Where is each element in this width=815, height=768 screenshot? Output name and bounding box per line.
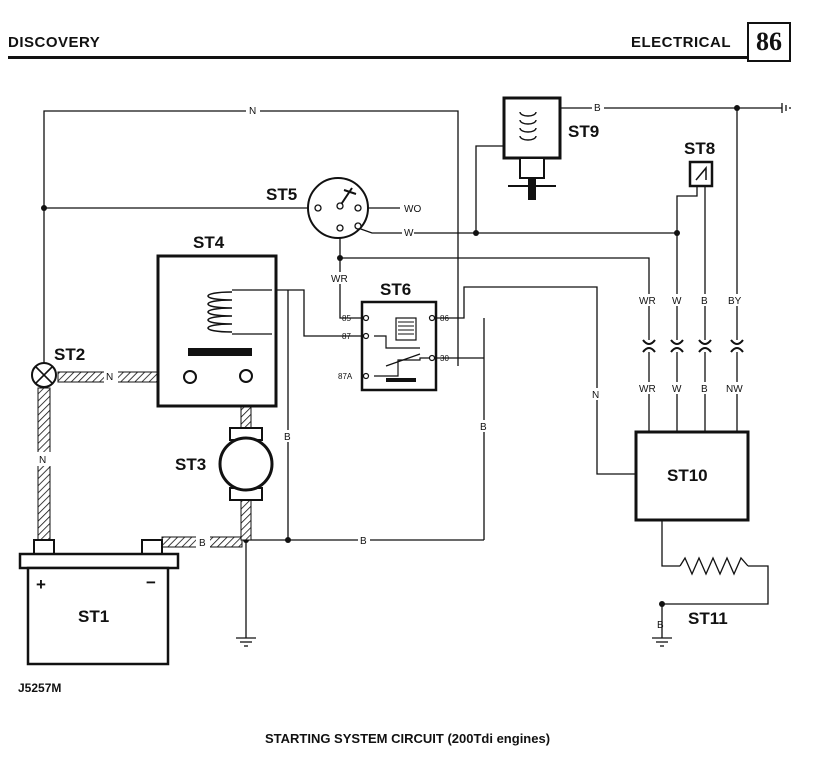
figure-caption: STARTING SYSTEM CIRCUIT (200Tdi engines) bbox=[264, 731, 551, 746]
connector-top-label-2: W bbox=[672, 296, 682, 307]
wire-st4-87 bbox=[272, 289, 362, 337]
label-st5: ST5 bbox=[266, 185, 297, 204]
relay-st6: 85 87 87A 86 30 bbox=[338, 300, 449, 392]
label-st6: ST6 bbox=[380, 280, 411, 299]
label-st10: ST10 bbox=[667, 466, 708, 485]
wire-wr-connector bbox=[340, 257, 650, 340]
label-st8: ST8 bbox=[684, 139, 715, 158]
header-rule bbox=[8, 56, 747, 59]
header-right-title: ELECTRICAL bbox=[631, 34, 731, 51]
wire-label-b-top: B bbox=[594, 103, 601, 114]
wire-label-b-battery: B bbox=[199, 538, 206, 549]
wire-st10-st11 bbox=[661, 520, 680, 567]
connector-bottom-label-2: W bbox=[672, 384, 682, 395]
junctions bbox=[41, 105, 740, 607]
label-st1: ST1 bbox=[78, 607, 109, 626]
figure-id: J5257M bbox=[18, 681, 62, 695]
wire-label-wo: WO bbox=[404, 204, 421, 215]
switch-st8 bbox=[688, 160, 714, 188]
wire-st11-return bbox=[661, 565, 769, 638]
wire-label-b-st4: B bbox=[284, 432, 291, 443]
label-st2: ST2 bbox=[54, 345, 85, 364]
pin-87a: 87A bbox=[338, 372, 353, 381]
battery-positive: + bbox=[36, 575, 46, 594]
label-st11: ST11 bbox=[688, 609, 728, 628]
connector-top-label-3: B bbox=[701, 296, 708, 307]
page-number: 86 bbox=[747, 22, 791, 62]
wire-label-b-bottom: B bbox=[360, 536, 367, 547]
wire-label-n-top: N bbox=[249, 106, 256, 117]
pin-30: 30 bbox=[440, 354, 449, 363]
starter-motor-st3 bbox=[218, 427, 274, 501]
battery-negative: − bbox=[146, 573, 156, 592]
label-st3: ST3 bbox=[175, 455, 206, 474]
wire-label-n-st2: N bbox=[106, 372, 113, 383]
wire-label-b-st11: B bbox=[657, 620, 664, 631]
wire-86-st10 bbox=[436, 286, 644, 475]
wire-label-b-mid: B bbox=[480, 422, 487, 433]
connector-bottom-label-1: WR bbox=[639, 384, 656, 395]
wire-label-n-st10: N bbox=[592, 390, 599, 401]
pin-87: 87 bbox=[342, 332, 351, 341]
ignition-switch-st5 bbox=[307, 177, 369, 239]
warning-lamp-st2 bbox=[31, 362, 57, 388]
wire-st9-w bbox=[475, 145, 504, 233]
label-st4: ST4 bbox=[193, 233, 225, 252]
connector-block bbox=[642, 339, 744, 353]
solenoid-st9 bbox=[502, 96, 562, 200]
battery-st1: + − bbox=[18, 539, 180, 666]
wire-st8-w bbox=[676, 186, 698, 233]
connector-bottom-label-3: B bbox=[701, 384, 708, 395]
wire-label-w-switch: W bbox=[404, 228, 414, 239]
label-st9: ST9 bbox=[568, 122, 599, 141]
wire-labels: N B WO W WR N N B B B B N B WR W B BY WR… bbox=[37, 101, 749, 631]
connector-top-label-4: BY bbox=[728, 296, 742, 307]
control-unit-st10 bbox=[634, 430, 750, 522]
wire-label-n-st2-vertical: N bbox=[39, 455, 46, 466]
wire-w-switch bbox=[357, 227, 678, 340]
wire-label-wr-switch: WR bbox=[331, 274, 348, 285]
st11-resistor bbox=[679, 556, 749, 576]
wire-30-b bbox=[436, 318, 485, 540]
connector-bottom-label-4: NW bbox=[726, 384, 743, 395]
pin-85: 85 bbox=[342, 314, 351, 323]
pin-86: 86 bbox=[440, 314, 449, 323]
header-left-title: DISCOVERY bbox=[8, 34, 101, 51]
connector-top-label-1: WR bbox=[639, 296, 656, 307]
solenoid-st4 bbox=[156, 254, 278, 408]
